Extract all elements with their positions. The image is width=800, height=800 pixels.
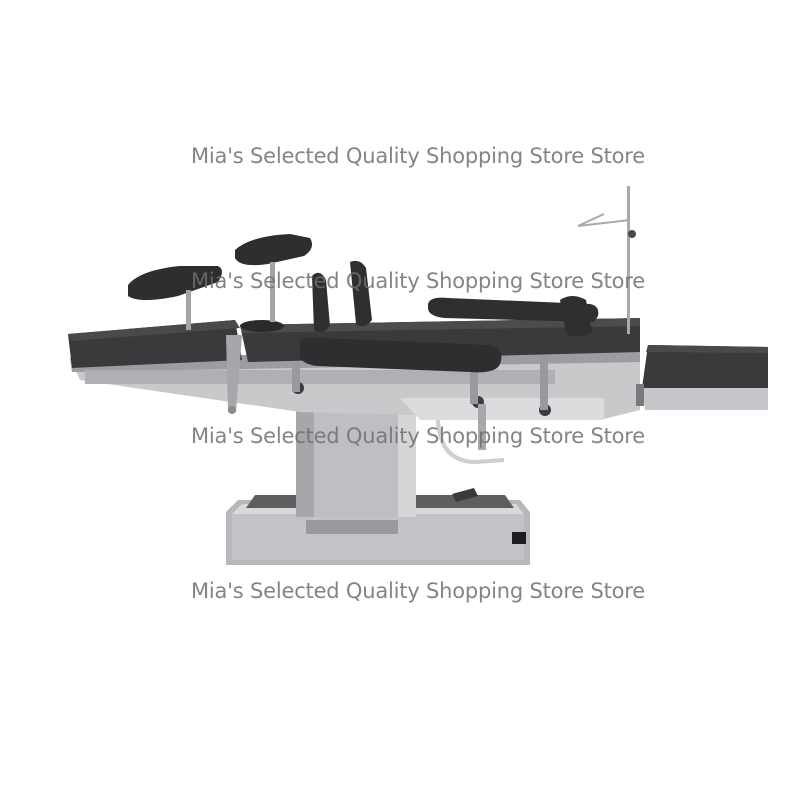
body-supports (312, 260, 592, 337)
leg-holders (128, 234, 312, 414)
anesthesia-pole (577, 186, 636, 334)
table-column (296, 405, 416, 534)
side-accessories (436, 384, 644, 502)
table-pads (68, 297, 768, 410)
